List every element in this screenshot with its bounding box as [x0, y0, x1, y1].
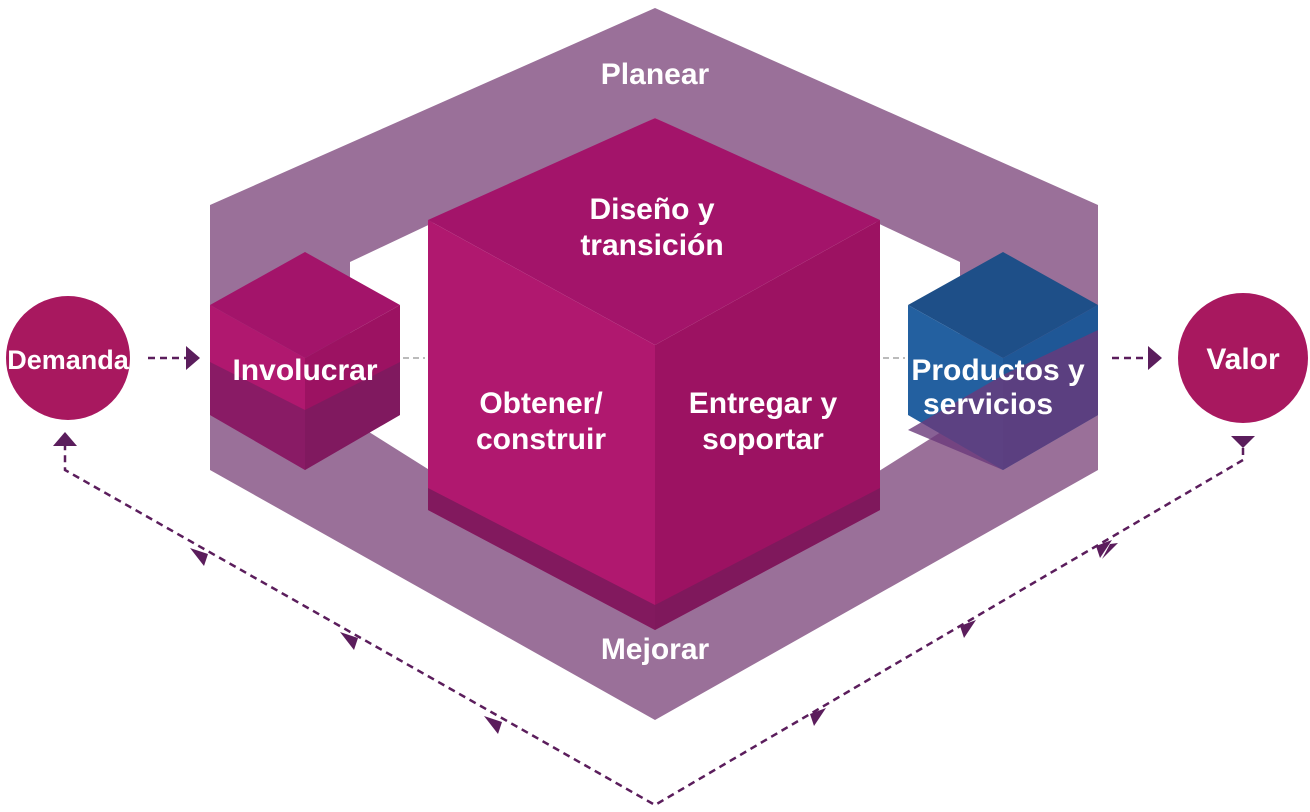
arrow-right-icon: [186, 346, 200, 370]
arrow-up-icon: [53, 432, 77, 446]
engage-label: Involucrar: [232, 354, 377, 387]
products-services-cube: [908, 252, 1098, 470]
flow-arrows: [53, 346, 1255, 807]
demand-label: Demanda: [7, 345, 130, 375]
obtain-build-label: Obtener/construir: [476, 387, 606, 456]
main-cube: [428, 118, 880, 630]
arrow-icon: [960, 620, 976, 638]
arrow-icon: [484, 716, 502, 734]
demand-circle: [6, 296, 130, 420]
plan-improve-band: [210, 8, 1098, 720]
arrow-icon: [810, 708, 826, 726]
arrow-icon: [1102, 543, 1118, 559]
arrow-icon: [190, 548, 208, 566]
engage-cube: [210, 252, 400, 470]
arrow-down-icon: [1231, 436, 1255, 448]
arrow-icon: [1096, 540, 1112, 558]
value-circle: [1178, 293, 1308, 423]
plan-label: Planear: [601, 58, 710, 91]
arrow-icon: [340, 632, 358, 650]
value-label: Valor: [1206, 343, 1280, 376]
improve-label: Mejorar: [601, 633, 710, 666]
arrow-right-icon: [1148, 346, 1162, 370]
